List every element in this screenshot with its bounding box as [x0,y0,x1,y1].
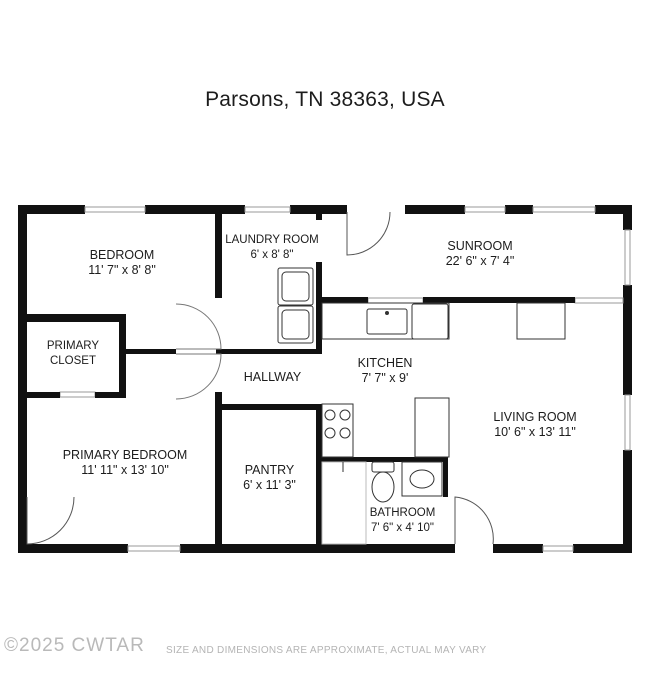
bottom-wall-right [573,544,632,553]
room-name: SUNROOM [447,239,513,253]
room-label-living-room: LIVING ROOM 10' 6" x 13' 11" [475,410,595,440]
window [624,229,631,286]
dryer-drum [281,271,310,302]
window [244,206,291,213]
room-name: LAUNDRY ROOM [225,234,319,246]
bath-sink [409,469,435,489]
top-wall-mid1 [145,205,245,214]
room-name: LIVING ROOM [493,410,577,424]
room-dims: 10' 6" x 13' 11" [494,425,576,439]
door-swing [346,211,391,256]
door-swing [175,303,222,350]
window [127,545,181,552]
room-dims: 7' 7" x 9' [361,371,409,385]
top-wall-right [595,205,632,214]
hall-connector-wall [126,349,176,354]
burner [339,409,351,421]
address-title: Parsons, TN 38363, USA [205,88,445,111]
window [574,297,624,304]
left-wall [18,205,27,553]
room-dims: 11' 11" x 13' 10" [81,463,169,477]
fridge [411,303,449,340]
interior-walls [18,205,575,553]
bathroom-right-wall [443,457,448,497]
disclaimer-text: SIZE AND DIMENSIONS ARE APPROXIMATE, ACT… [166,645,487,656]
window [532,206,596,213]
room-label-kitchen: KITCHEN 7' 7" x 9' [335,356,435,386]
room-name: PANTRY [244,463,295,477]
room-label-pantry: PANTRY 6' x 11' 3" [222,463,317,493]
room-name: KITCHEN [357,356,413,370]
right-wall-mid [623,285,632,395]
burner [324,409,336,421]
closet-right-wall [119,314,126,397]
window [624,394,631,451]
burner [339,427,351,439]
door-swing [175,353,222,400]
bedroom-right-wall [215,205,222,298]
window [464,206,506,213]
room-label-bedroom: BEDROOM 11' 7" x 8' 8" [72,248,172,278]
room-dims: 6' x 11' 3" [243,478,296,492]
laundry-bottom-wall [222,349,322,354]
room-dims: 7' 6" x 4' 10" [370,522,435,534]
laundry-top-right-wall [316,210,322,220]
bottom-wall-left [18,544,128,553]
pantry-top-wall [222,404,317,410]
door-swing [454,496,494,545]
room-dims: 6' x 8' 8" [250,249,294,261]
room-label-primary-bedroom: PRIMARY BEDROOM 11' 11" x 13' 10" [55,448,195,478]
door-swing [26,496,75,545]
island [516,302,566,340]
top-wall-mid3 [405,205,465,214]
tank [371,461,395,473]
faucet [385,311,389,315]
top-wall-left [18,205,85,214]
tub-ledge [321,461,367,545]
room-label-bathroom: BATHROOM 7' 6" x 4' 10" [355,506,450,536]
bedroom-bottom-wall [18,314,126,322]
room-label-sunroom: SUNROOM 22' 6" x 7' 4" [425,239,535,269]
washer-drum [281,309,310,340]
room-name: BATHROOM [369,507,436,519]
toilet-bowl [371,471,395,503]
closet-bottom-wall [18,392,60,398]
copyright-text: ©2025 CWTAR [4,635,145,656]
bottom-wall-mid2 [493,544,543,553]
sunroom-bottom-wall-right [510,297,575,303]
pantry-right-wall [316,404,322,553]
kitchen-sink [366,308,408,335]
window [542,545,574,552]
sunroom-bottom-wall [322,297,368,303]
window [84,206,146,213]
room-name: BEDROOM [89,248,155,262]
door-leaf [27,497,74,544]
top-wall-mid2 [290,205,347,214]
room-label-hallway: HALLWAY [225,370,320,385]
room-name: HALLWAY [243,370,302,384]
room-name: PRIMARY CLOSET [46,340,100,367]
room-label-laundry: LAUNDRY ROOM 6' x 8' 8" [222,233,322,263]
door-swings [26,211,494,545]
window [367,297,424,304]
right-wall-top [623,205,632,230]
room-dims: 11' 7" x 8' 8" [88,263,156,277]
sunroom-bottom-wall-mid [423,297,510,303]
window [59,391,96,398]
room-name: PRIMARY BEDROOM [62,448,188,462]
hall-connector-wall-right [216,349,222,354]
top-wall-mid4 [505,205,533,214]
room-dims: 22' 6" x 7' 4" [445,254,515,268]
laundry-right-wall [316,262,322,354]
burner [324,427,336,439]
bedroom-right-wall-lower [215,392,222,553]
counter-segment [414,397,450,458]
room-label-primary-closet: PRIMARY CLOSET [30,339,116,369]
fixtures [277,267,566,545]
right-wall-bottom [623,450,632,553]
bathroom-top-wall [316,457,448,462]
closet-bottom-wall-right [95,392,126,398]
